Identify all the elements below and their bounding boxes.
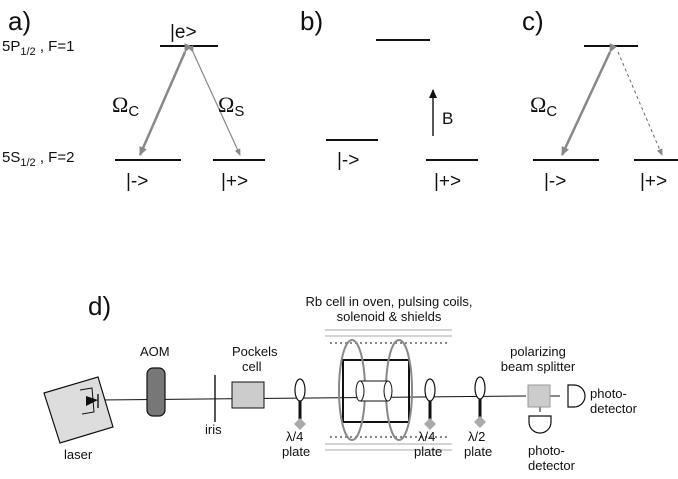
panel-c: c) |-> |+> ΩC (522, 6, 678, 192)
cell-title-line1: Rb cell in oven, pulsing coils, (306, 294, 473, 309)
b-ground-plus-label: |+> (434, 171, 461, 192)
aom-label: AOM (140, 344, 170, 359)
omega-c-label: ΩC (112, 92, 139, 120)
c-omega-c-arrow (560, 43, 618, 156)
qwp1-label-line2: plate (282, 444, 310, 459)
pd1-label-line2: detector (590, 401, 638, 416)
lower-level-suffix: , F=2 (36, 149, 75, 166)
c-omega-c-symbol: Ω (530, 92, 546, 117)
iris-label: iris (205, 422, 222, 437)
qwp2-label-line2: plate (414, 444, 442, 459)
cell-title-line2: solenoid & shields (337, 309, 442, 324)
c-decay-arrow (617, 51, 663, 156)
lower-level-term: 5S (2, 149, 20, 166)
panel-b: b) |-> |+> B (300, 6, 478, 192)
lower-level-label: 5S1/2 , F=2 (2, 149, 74, 169)
aom (146, 367, 166, 417)
panel-d: d) Rb cell in oven, pulsing coils, solen… (43, 291, 638, 473)
omega-s-sub: S (234, 103, 244, 120)
quarter-wave-plate-2 (424, 378, 436, 402)
panel-b-label: b) (300, 6, 323, 36)
pbs-label-line2: beam splitter (501, 359, 576, 374)
hwp-label-line1: λ/2 (468, 429, 485, 444)
upper-level-label: 5P1/2 , F=1 (2, 38, 74, 58)
b-field-label: B (442, 109, 453, 128)
ground-plus-label: |+> (221, 171, 248, 192)
pd1-label-line1: photo- (590, 386, 627, 401)
pd2-label-line2: detector (528, 458, 576, 473)
quarter-wave-plate-1 (294, 378, 306, 402)
c-ground-plus-label: |+> (640, 171, 667, 192)
laser (43, 376, 114, 444)
omega-s-symbol: Ω (218, 92, 234, 117)
excited-state-label: |e> (170, 22, 197, 43)
laser-body (43, 376, 114, 444)
pbs-label-line1: polarizing (510, 344, 566, 359)
c-ground-minus-label: |-> (544, 171, 566, 192)
upper-level-term: 5P (2, 38, 20, 55)
pd2-label-line1: photo- (528, 443, 565, 458)
oven (342, 359, 410, 423)
qwp2-label-line1: λ/4 (418, 429, 435, 444)
ground-minus-label: |-> (126, 171, 148, 192)
rb-cell-assembly (325, 329, 452, 451)
lower-level-sub: 1/2 (20, 157, 35, 169)
panel-c-label: c) (522, 6, 544, 36)
upper-level-suffix: , F=1 (36, 38, 75, 55)
half-wave-plate (474, 376, 486, 400)
omega-s-label: ΩS (218, 92, 244, 120)
pockels-label-line1: Pockels (232, 344, 278, 359)
photodetector-2 (528, 415, 552, 434)
omega-c-arrow (138, 43, 192, 156)
upper-level-sub: 1/2 (20, 46, 35, 58)
omega-s-arrow (187, 45, 241, 156)
laser-beam (95, 395, 527, 401)
omega-c-symbol: Ω (112, 92, 128, 117)
hwp-label-line2: plate (464, 444, 492, 459)
panel-d-label: d) (88, 291, 111, 321)
panel-a-label: a) (8, 6, 31, 36)
laser-label: laser (64, 447, 93, 462)
c-omega-c-label: ΩC (530, 92, 557, 120)
qwp1-label-line1: λ/4 (286, 429, 303, 444)
panel-a: a) |e> 5P1/2 , F=1 5S1/2 , F=2 |-> |+> Ω… (2, 6, 265, 192)
laser-diode-icon (86, 396, 98, 406)
b-ground-minus-label: |-> (337, 150, 359, 171)
pockels-cell (231, 381, 265, 409)
omega-c-sub: C (128, 103, 139, 120)
photodetector-1 (567, 384, 586, 408)
c-omega-c-sub: C (546, 103, 557, 120)
pockels-label-line2: cell (242, 359, 262, 374)
polarizing-beam-splitter (527, 384, 551, 408)
